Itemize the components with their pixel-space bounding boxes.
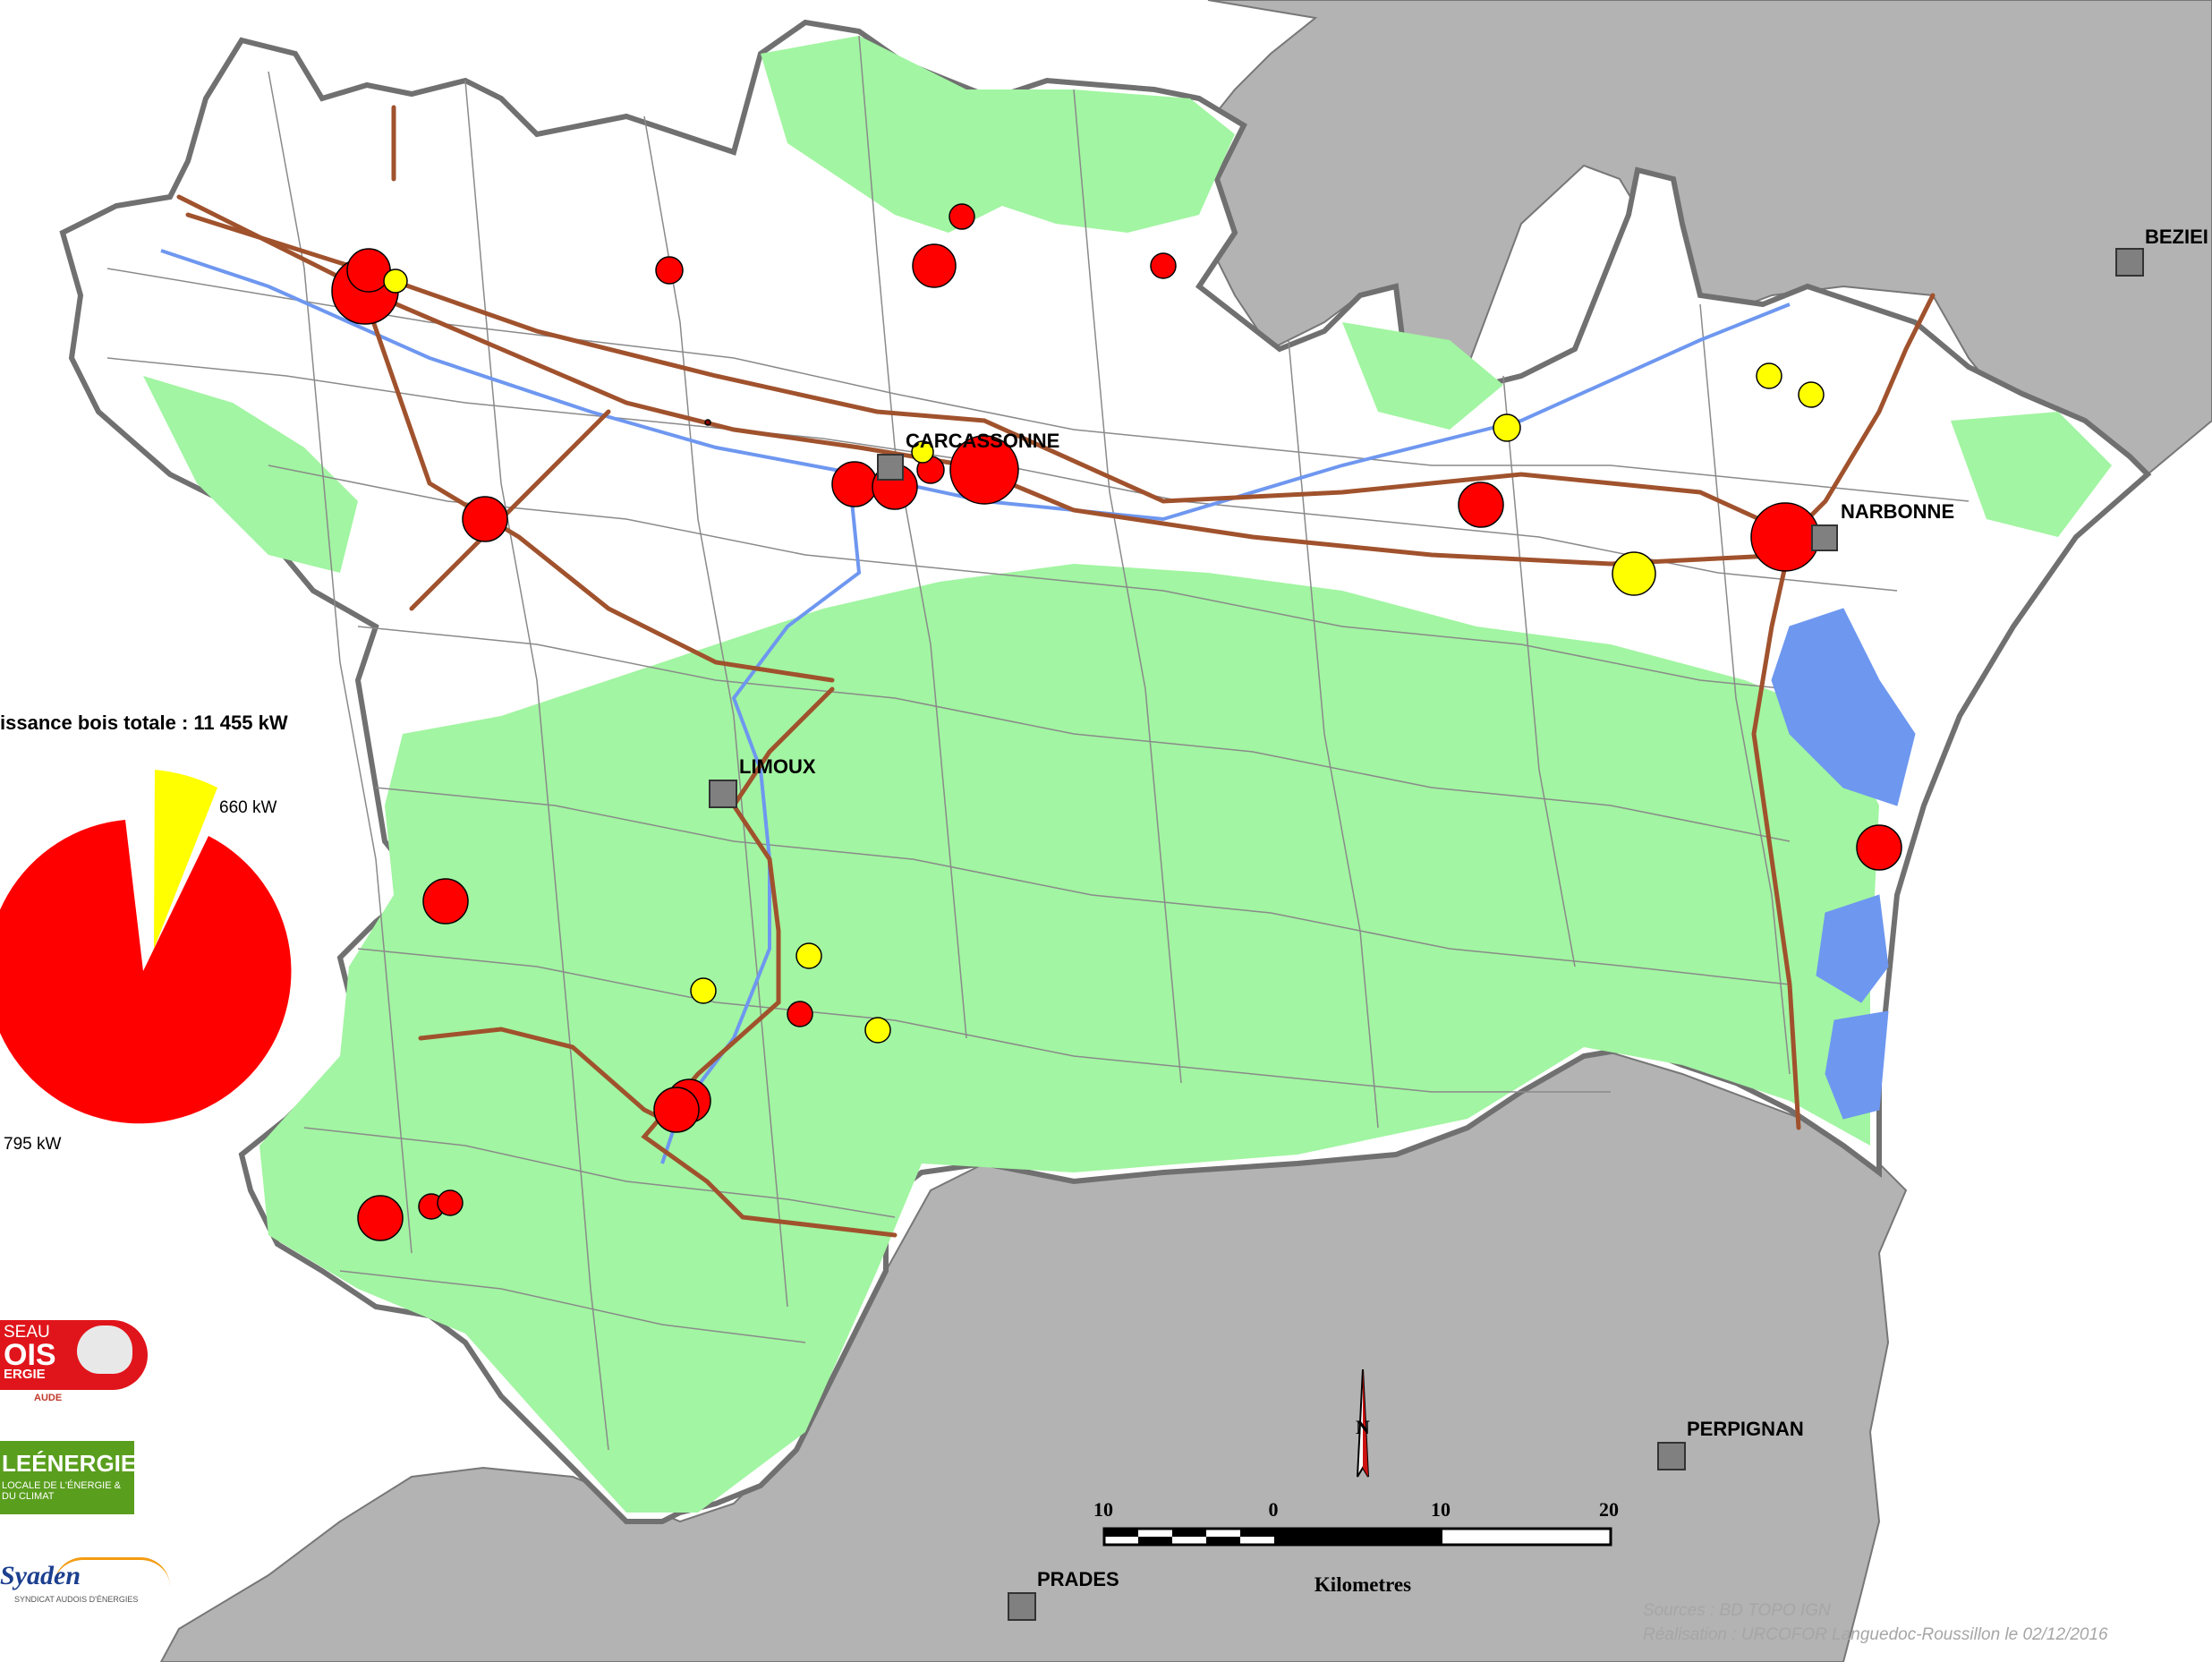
installation-red[interactable] — [437, 1189, 464, 1216]
forest-areas — [143, 36, 2112, 1513]
installation-yellow[interactable] — [1612, 551, 1656, 596]
installation-red[interactable] — [831, 461, 878, 507]
scale-unit-label: Kilometres — [1314, 1573, 1411, 1596]
installation-yellow[interactable] — [690, 977, 717, 1004]
logo-text: ERGIE — [4, 1367, 46, 1382]
logo-text: Syaden — [0, 1561, 81, 1590]
wood-boiler-installations — [331, 203, 1902, 1241]
installation-red[interactable] — [949, 435, 1019, 505]
city-label: BEZIEI — [2145, 226, 2208, 248]
rivers — [160, 249, 1791, 1164]
installation-yellow[interactable] — [1798, 381, 1825, 408]
city-square-icon — [709, 780, 737, 808]
installation-yellow[interactable] — [795, 942, 822, 969]
tree-icon — [77, 1325, 132, 1374]
city-limoux[interactable]: LIMOUX — [709, 755, 816, 808]
city-prades[interactable]: PRADES — [1008, 1568, 1119, 1621]
city-label: PRADES — [1037, 1568, 1119, 1590]
installation-red[interactable] — [357, 1195, 404, 1241]
city-label: CARCASSONNE — [906, 430, 1059, 452]
aude-department — [59, 19, 2152, 1524]
north-arrow-half — [1363, 1369, 1368, 1477]
city-square-icon — [1657, 1442, 1686, 1470]
scale-bar: 10 0 10 20 Kilometres — [1093, 1498, 1619, 1596]
scale-tick-label: 10 — [1093, 1498, 1113, 1521]
pie-label-red: 795 kW — [4, 1135, 62, 1154]
installation-red[interactable] — [422, 878, 469, 925]
installation-red[interactable] — [1750, 502, 1820, 572]
logo-text: LOCALE DE L'ÉNERGIE & DU CLIMAT — [2, 1480, 121, 1502]
city-perpignan[interactable]: PERPIGNAN — [1657, 1418, 1804, 1470]
installation-red[interactable] — [653, 1087, 700, 1133]
syaden-logo: Syaden SYNDICAT AUDOIS D'ÉNERGIES — [0, 1557, 170, 1618]
installation-small — [704, 419, 711, 426]
commune-boundaries — [106, 35, 1970, 1451]
city-beziers[interactable]: BEZIEI — [2115, 226, 2208, 277]
installation-yellow[interactable] — [1493, 413, 1521, 442]
swoosh-icon — [54, 1557, 170, 1587]
city-carcassonne[interactable]: CARCASSONNE — [877, 430, 1059, 481]
installation-red[interactable] — [1856, 824, 1902, 871]
north-arrow-label: N — [1356, 1416, 1370, 1438]
city-label: PERPIGNAN — [1687, 1418, 1804, 1440]
installation-red[interactable] — [787, 1001, 813, 1027]
city-square-icon — [1008, 1592, 1036, 1621]
pie-slice-yellow — [154, 770, 217, 949]
logo-text: SYNDICAT AUDOIS D'ÉNERGIES — [14, 1595, 139, 1604]
pie-slice-red — [0, 820, 292, 1124]
legend-title: issance bois totale : 11 455 kW — [0, 712, 288, 734]
city-square-icon — [877, 454, 904, 481]
scale-segments — [1104, 1529, 1442, 1545]
city-label: LIMOUX — [739, 755, 816, 778]
installation-red[interactable] — [949, 203, 975, 230]
city-square-icon — [1811, 524, 1838, 551]
ale-energies-logo: LEÉNERGIES11 LOCALE DE L'ÉNERGIE & DU CL… — [0, 1441, 134, 1514]
installation-red[interactable] — [1458, 482, 1504, 528]
scale-tick-label: 0 — [1269, 1498, 1279, 1521]
legend-pie-chart — [0, 770, 292, 1124]
north-arrow: N — [1356, 1368, 1370, 1478]
logo-text: OIS — [4, 1338, 56, 1372]
installation-yellow[interactable] — [1756, 362, 1782, 389]
installation-red[interactable] — [346, 248, 391, 293]
installation-red[interactable] — [655, 256, 684, 285]
city-narbonne[interactable]: NARBONNE — [1811, 500, 1954, 551]
city-markers: BEZIEI CARCASSONNE NARBONNE LIMOUX PERPI… — [709, 226, 2208, 1621]
credits-realisation: Réalisation : URCOFOR Languedoc-Roussill… — [1643, 1625, 2108, 1644]
logo-subtitle: AUDE — [34, 1393, 63, 1403]
city-square-icon — [2115, 248, 2144, 277]
pie-label-yellow: 660 kW — [219, 798, 277, 817]
installation-red[interactable] — [1150, 252, 1177, 279]
installation-yellow[interactable] — [383, 268, 408, 294]
installation-yellow[interactable] — [864, 1017, 891, 1044]
city-label: NARBONNE — [1841, 500, 1954, 523]
installation-red[interactable] — [912, 243, 957, 288]
credits-sources: Sources : BD TOPO IGN — [1643, 1601, 1831, 1620]
logo-text: LEÉNERGIES11 — [2, 1450, 134, 1477]
reseau-bois-energie-logo: SEAU OIS ERGIE — [0, 1320, 148, 1390]
water-bodies — [1771, 608, 1916, 1120]
scale-tick-label: 10 — [1431, 1498, 1451, 1521]
installation-yellow[interactable] — [911, 440, 934, 464]
logo-text: SEAU — [4, 1323, 50, 1342]
installation-red[interactable] — [462, 496, 508, 542]
scale-tick-label: 20 — [1599, 1498, 1619, 1521]
